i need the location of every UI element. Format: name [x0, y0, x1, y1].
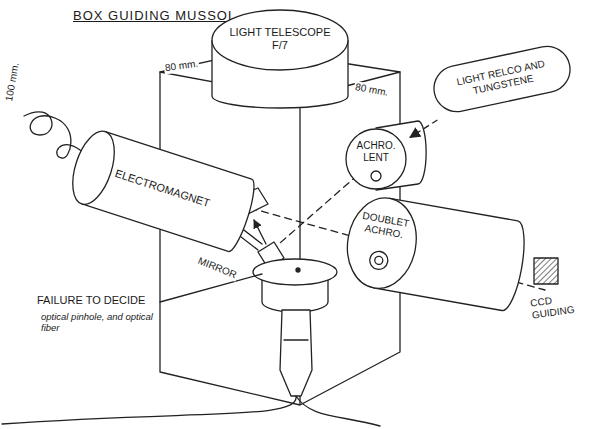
- part-label: ACHRO. LENT: [352, 140, 400, 164]
- optical-part: ACHRO. LENT: [345, 128, 407, 190]
- ccd-sensor: [534, 258, 558, 284]
- optical-part: DOUBLET ACHRO.: [338, 190, 532, 315]
- part-text-block: ACHRO. LENT: [352, 140, 400, 164]
- pinhole-disk: [253, 259, 337, 285]
- optical-fiber: [2, 396, 380, 426]
- sketch-label: optical pinhole, and optical fiber: [40, 311, 154, 334]
- outline-stroke: [340, 192, 423, 293]
- sketch-label: MIRROR: [195, 254, 239, 281]
- fiber-connector: [280, 310, 312, 396]
- motion-arrow: [254, 220, 266, 244]
- pinhole: [296, 268, 300, 272]
- part-label: LIGHT TELESCOPE F/7: [222, 26, 338, 52]
- part-text-block: LIGHT TELESCOPE F/7: [222, 26, 338, 52]
- diagram-title: BOX GUIDING MUSSOL: [72, 8, 237, 24]
- sketch-label: 100 mm.: [3, 61, 22, 103]
- outline-stroke: [368, 250, 389, 271]
- outline-stroke: [212, 10, 348, 70]
- part-outline: [210, 8, 350, 108]
- sketch-label: 80 mm.: [353, 81, 390, 99]
- part-outline: [338, 190, 532, 315]
- leader-line: [160, 274, 262, 302]
- sketch-label: 80 mm.: [163, 58, 200, 75]
- optical-part: ELECTROMAGNET: [62, 124, 262, 257]
- outline-stroke: [371, 171, 381, 181]
- optical-part: LIGHT RELCO AND TUNGSTENE: [429, 41, 576, 117]
- outline-stroke: [346, 129, 406, 189]
- outline-stroke: [65, 126, 123, 209]
- sketch-label: CCD GUIDING: [529, 290, 588, 322]
- sketch-label: FAILURE TO DECIDE: [36, 294, 146, 307]
- optical-part: LIGHT TELESCOPE F/7: [210, 8, 350, 108]
- outline-stroke: [374, 256, 383, 265]
- light-path-arrow: [410, 120, 437, 137]
- outline-stroke: [430, 42, 575, 116]
